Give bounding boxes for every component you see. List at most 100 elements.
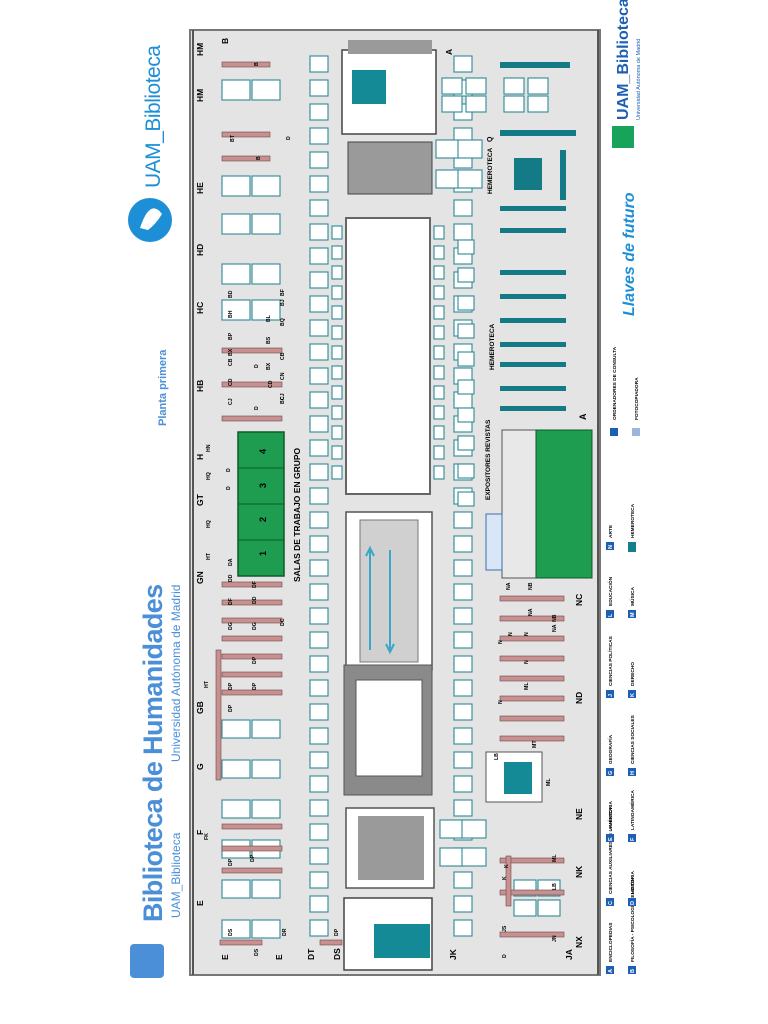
book-shelf — [221, 845, 283, 852]
legend-label: HEMEROTECA — [630, 503, 636, 538]
book-shelf — [499, 735, 565, 742]
shelf-code-label: DS — [254, 948, 260, 956]
reading-table — [433, 345, 445, 360]
legend-code-badge — [628, 898, 636, 906]
shelf-code-label: DG — [252, 622, 258, 630]
legend-label: CIENCIAS POLÍTICAS — [606, 635, 614, 686]
shelf-code-label: NA — [552, 624, 558, 632]
book-shelf — [219, 939, 263, 946]
reading-table — [527, 95, 549, 113]
legend-label: CIENCIAS SOCIALES — [630, 714, 636, 764]
reading-table — [457, 379, 475, 395]
section-code-label: HM — [195, 43, 205, 56]
legend-code: E — [608, 837, 614, 841]
section-code-label: B — [220, 38, 230, 44]
logo-mark — [612, 126, 634, 148]
reading-table — [251, 175, 281, 197]
reading-table — [309, 799, 329, 817]
shelf-code-label: CJ — [228, 398, 234, 405]
hemeroteca-label-mid: HEMEROTECA — [489, 323, 496, 370]
hemeroteca-shelf — [500, 318, 566, 323]
shelf-code-label: B — [256, 156, 262, 160]
reading-table — [221, 263, 251, 285]
reading-table — [221, 213, 251, 235]
legend-code-badge — [606, 768, 614, 776]
reading-table — [435, 169, 461, 189]
reading-table — [309, 391, 329, 409]
page-title: Biblioteca de Humanidades — [138, 584, 168, 922]
book-shelves — [215, 61, 565, 946]
reading-table — [221, 719, 251, 739]
shelf-code-label: B — [254, 62, 260, 66]
book-shelf — [221, 617, 283, 624]
shelf-code-label: DP — [252, 682, 258, 690]
hemeroteca-shelf — [500, 206, 566, 211]
reading-table — [309, 487, 329, 505]
shelf-code-label: LB — [552, 883, 558, 890]
shelf-code-label: K — [502, 876, 508, 880]
shelf-code-label: BD — [228, 290, 234, 298]
reading-table — [331, 465, 343, 480]
central-atrium — [345, 217, 431, 495]
room-number: 1 — [258, 551, 268, 556]
reading-table — [439, 819, 465, 839]
legend-label: ARTE — [608, 524, 614, 538]
book-shelf — [505, 855, 512, 907]
book-shelf — [221, 671, 283, 678]
legend-code-badge — [606, 542, 614, 550]
section-code-label: GT — [195, 493, 205, 506]
reading-table — [309, 103, 329, 121]
shelf-code-label: LB — [494, 753, 500, 760]
book-shelf — [499, 615, 565, 622]
shelf-code-label: HT — [204, 680, 210, 688]
exhibitor-area — [501, 429, 539, 579]
book-shelf — [221, 347, 283, 354]
reading-table — [457, 169, 483, 189]
shelf-code-label: NB — [552, 614, 558, 622]
reading-table — [441, 77, 463, 95]
group-rooms-label: SALAS DE TRABAJO EN GRUPO — [292, 447, 302, 582]
reading-table — [309, 607, 329, 625]
legend-label: DERECHO — [630, 662, 636, 686]
shelf-code-label: D — [226, 468, 232, 472]
shelf-code-label: MT — [532, 740, 538, 748]
reading-table — [433, 225, 445, 240]
reading-table — [309, 439, 329, 457]
reading-table — [309, 583, 329, 601]
hemeroteca-shelf — [500, 386, 566, 391]
reading-table — [309, 679, 329, 697]
reading-table — [251, 213, 281, 235]
section-code-label: DT — [306, 948, 316, 960]
shelf-code-label: CJ — [280, 393, 286, 400]
reading-table — [457, 407, 475, 423]
shelf-code-label: DC — [280, 618, 286, 626]
reading-table — [331, 365, 343, 380]
legend-code-badge — [628, 690, 636, 698]
shelf-code-label: CN — [280, 372, 286, 380]
section-code-label: A — [444, 49, 454, 55]
shelf-code-label: BJ — [280, 299, 286, 306]
shelf-code-label: ML — [524, 682, 530, 690]
reading-table — [433, 405, 445, 420]
legend-code-badge — [628, 768, 636, 776]
zone-a-label: A — [578, 413, 588, 420]
reading-table — [453, 535, 473, 553]
section-code-label: HB — [195, 380, 205, 392]
reading-table — [309, 319, 329, 337]
shelf-code-label: CD — [268, 380, 274, 388]
logo-name: UAM_Biblioteca — [615, 0, 632, 120]
legend-label: HISTORIA — [630, 871, 636, 894]
reading-table — [309, 535, 329, 553]
shelf-code-label: N — [524, 660, 530, 664]
legend-code-badge — [606, 834, 614, 842]
reading-table — [433, 445, 445, 460]
reading-table — [309, 271, 329, 289]
reading-table — [457, 491, 475, 507]
legend-code-badge — [628, 834, 636, 842]
reading-table — [461, 819, 487, 839]
computer-icon — [610, 428, 618, 436]
